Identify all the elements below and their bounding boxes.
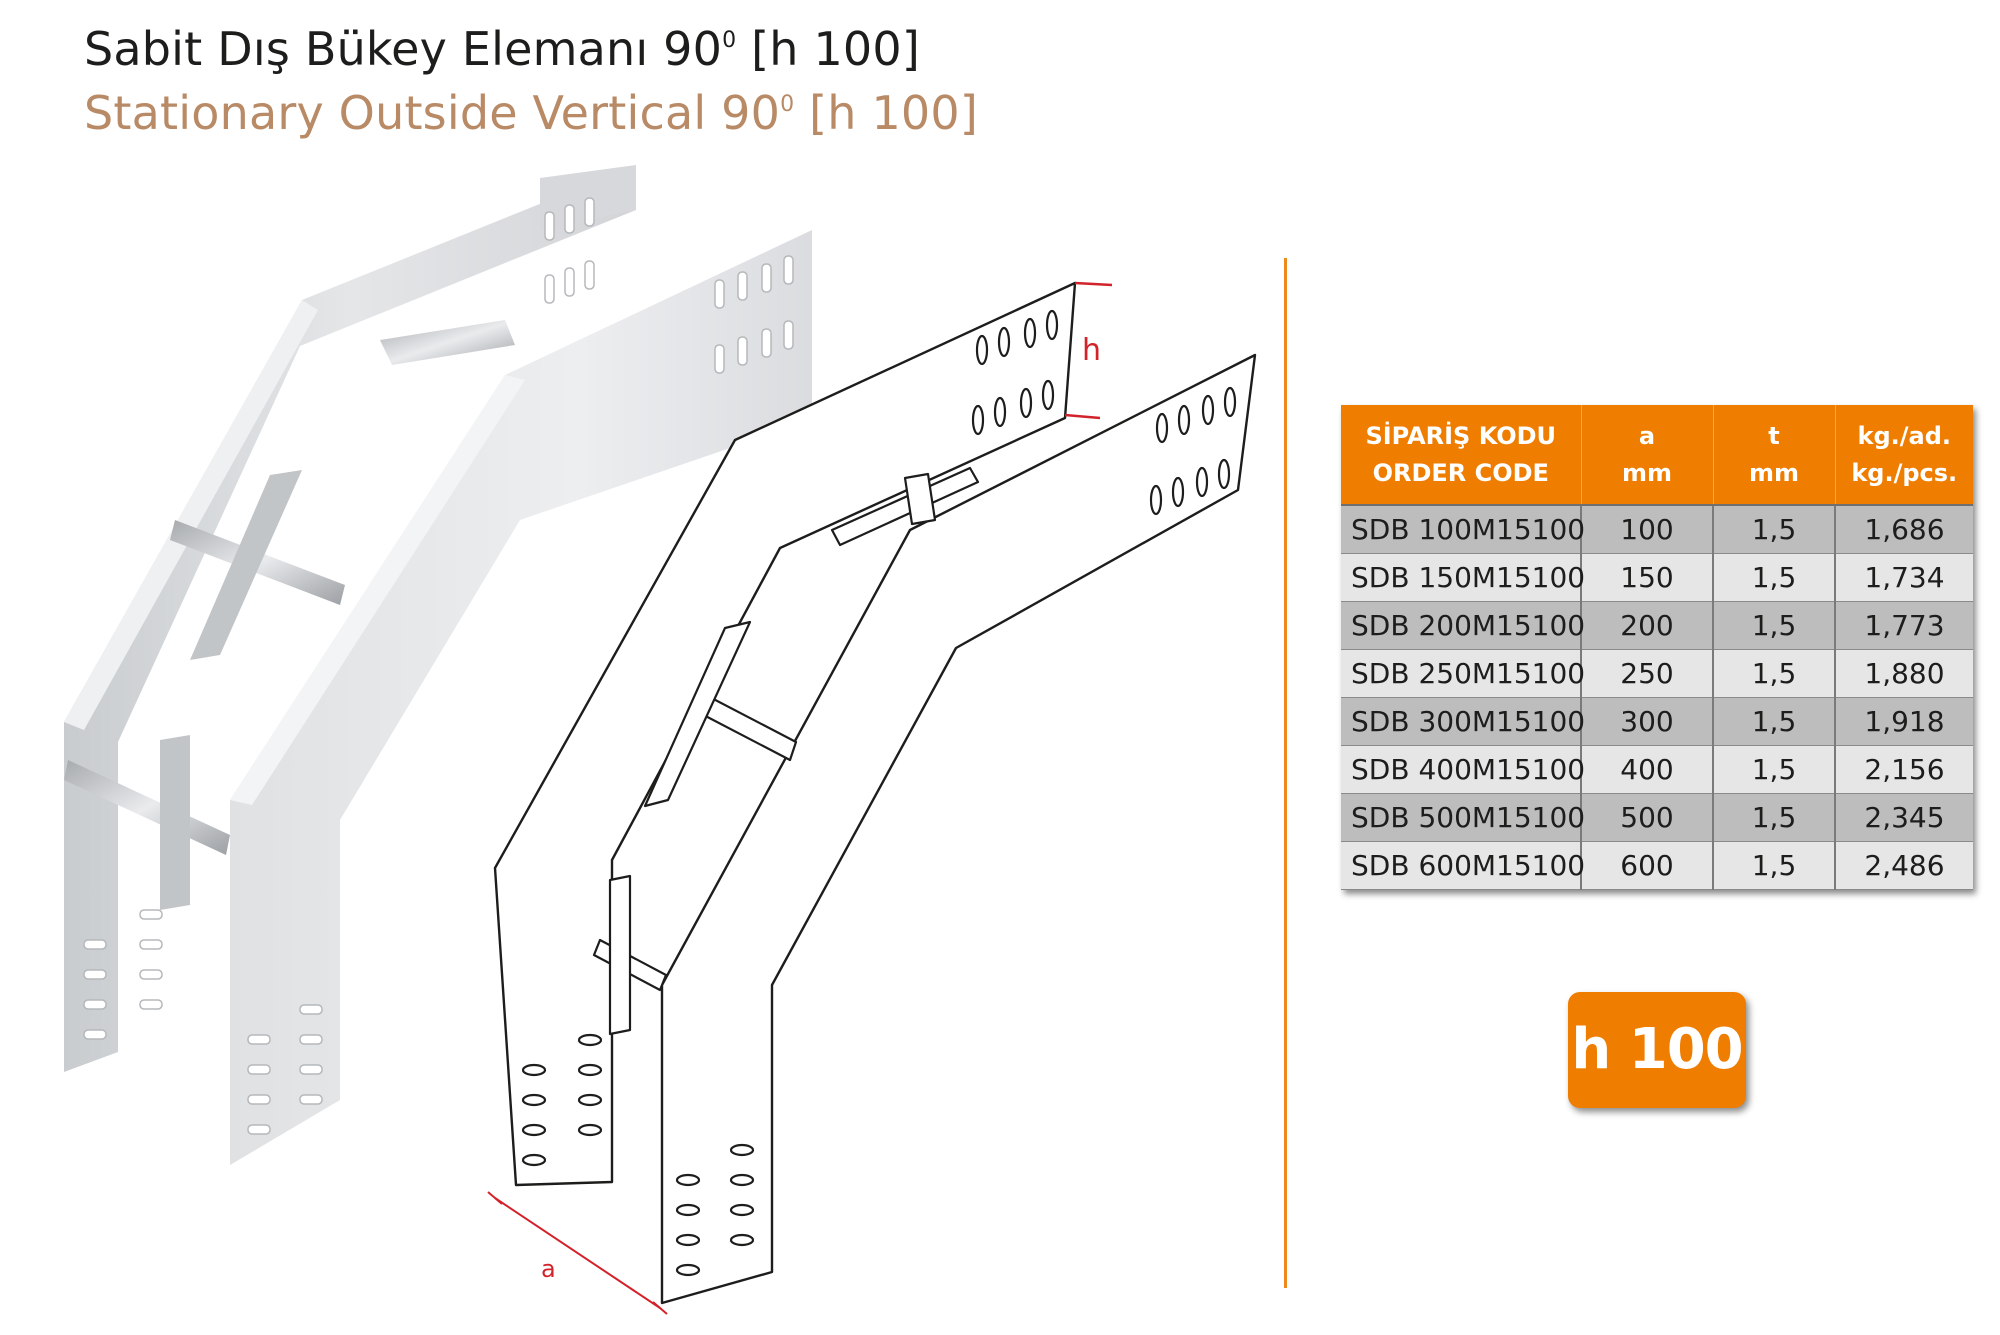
table-row: SDB 150M15100 150 1,5 1,734 bbox=[1341, 553, 1973, 602]
cell-a: 400 bbox=[1581, 745, 1714, 794]
page-title-turkish: Sabit Dış Bükey Elemanı 900 [h 100] bbox=[84, 22, 920, 76]
dimension-a-label: a bbox=[541, 1255, 556, 1283]
photo-rungs bbox=[64, 320, 515, 910]
table-row: SDB 100M15100 100 1,5 1,686 bbox=[1341, 505, 1973, 554]
cell-a: 250 bbox=[1581, 649, 1714, 698]
cell-a: 150 bbox=[1581, 553, 1714, 602]
dimension-h bbox=[1064, 281, 1113, 420]
vertical-divider bbox=[1284, 258, 1287, 1288]
header-weight: kg./ad.kg./pcs. bbox=[1835, 405, 1973, 506]
cell-t: 1,5 bbox=[1713, 793, 1836, 842]
title-turkish-suffix: [h 100] bbox=[736, 22, 921, 76]
cell-code: SDB 600M15100 bbox=[1341, 841, 1585, 890]
line-drawing-slots bbox=[521, 309, 1237, 1277]
dimension-a bbox=[487, 1191, 668, 1315]
cell-code: SDB 500M15100 bbox=[1341, 793, 1585, 842]
height-badge: h 100 bbox=[1568, 992, 1746, 1108]
cell-a: 200 bbox=[1581, 601, 1714, 650]
cell-kg: 2,156 bbox=[1835, 745, 1973, 794]
photo-slots bbox=[83, 197, 794, 1135]
line-drawing bbox=[493, 281, 1257, 1305]
cell-t: 1,5 bbox=[1713, 553, 1836, 602]
page-title-english: Stationary Outside Vertical 900 [h 100] bbox=[84, 86, 978, 140]
cell-t: 1,5 bbox=[1713, 745, 1836, 794]
line-drawing-rungs bbox=[592, 466, 980, 1036]
title-english-suffix: [h 100] bbox=[794, 86, 978, 140]
cell-a: 300 bbox=[1581, 697, 1714, 746]
cell-a: 100 bbox=[1581, 505, 1714, 554]
cell-kg: 1,686 bbox=[1835, 505, 1973, 554]
cell-a: 500 bbox=[1581, 793, 1714, 842]
table-row: SDB 250M15100 250 1,5 1,880 bbox=[1341, 649, 1973, 698]
cell-code: SDB 100M15100 bbox=[1341, 505, 1585, 554]
cell-code: SDB 400M15100 bbox=[1341, 745, 1585, 794]
product-illustration: h a bbox=[64, 165, 1257, 1315]
title-turkish-degree: 0 bbox=[722, 28, 737, 53]
cell-kg: 1,734 bbox=[1835, 553, 1973, 602]
title-english-text: Stationary Outside Vertical 90 bbox=[84, 86, 781, 140]
table-row: SDB 200M15100 200 1,5 1,773 bbox=[1341, 601, 1973, 650]
cell-t: 1,5 bbox=[1713, 697, 1836, 746]
cell-a: 600 bbox=[1581, 841, 1714, 890]
cell-code: SDB 150M15100 bbox=[1341, 553, 1585, 602]
cell-t: 1,5 bbox=[1713, 649, 1836, 698]
cell-t: 1,5 bbox=[1713, 601, 1836, 650]
cell-kg: 1,880 bbox=[1835, 649, 1973, 698]
table-row: SDB 400M15100 400 1,5 2,156 bbox=[1341, 745, 1973, 794]
cell-kg: 1,773 bbox=[1835, 601, 1973, 650]
table-row: SDB 500M15100 500 1,5 2,345 bbox=[1341, 793, 1973, 842]
table-row: SDB 300M15100 300 1,5 1,918 bbox=[1341, 697, 1973, 746]
photo-front-rail bbox=[230, 230, 812, 1165]
dimension-h-label: h bbox=[1082, 333, 1101, 368]
title-turkish-text: Sabit Dış Bükey Elemanı 90 bbox=[84, 22, 723, 76]
table-row: SDB 600M15100 600 1,5 2,486 bbox=[1341, 841, 1973, 890]
cell-t: 1,5 bbox=[1713, 505, 1836, 554]
cell-code: SDB 250M15100 bbox=[1341, 649, 1585, 698]
cell-kg: 2,486 bbox=[1835, 841, 1973, 890]
cell-kg: 2,345 bbox=[1835, 793, 1973, 842]
cell-code: SDB 300M15100 bbox=[1341, 697, 1585, 746]
cell-code: SDB 200M15100 bbox=[1341, 601, 1585, 650]
title-english-degree: 0 bbox=[780, 92, 795, 117]
cell-kg: 1,918 bbox=[1835, 697, 1973, 746]
cell-t: 1,5 bbox=[1713, 841, 1836, 890]
